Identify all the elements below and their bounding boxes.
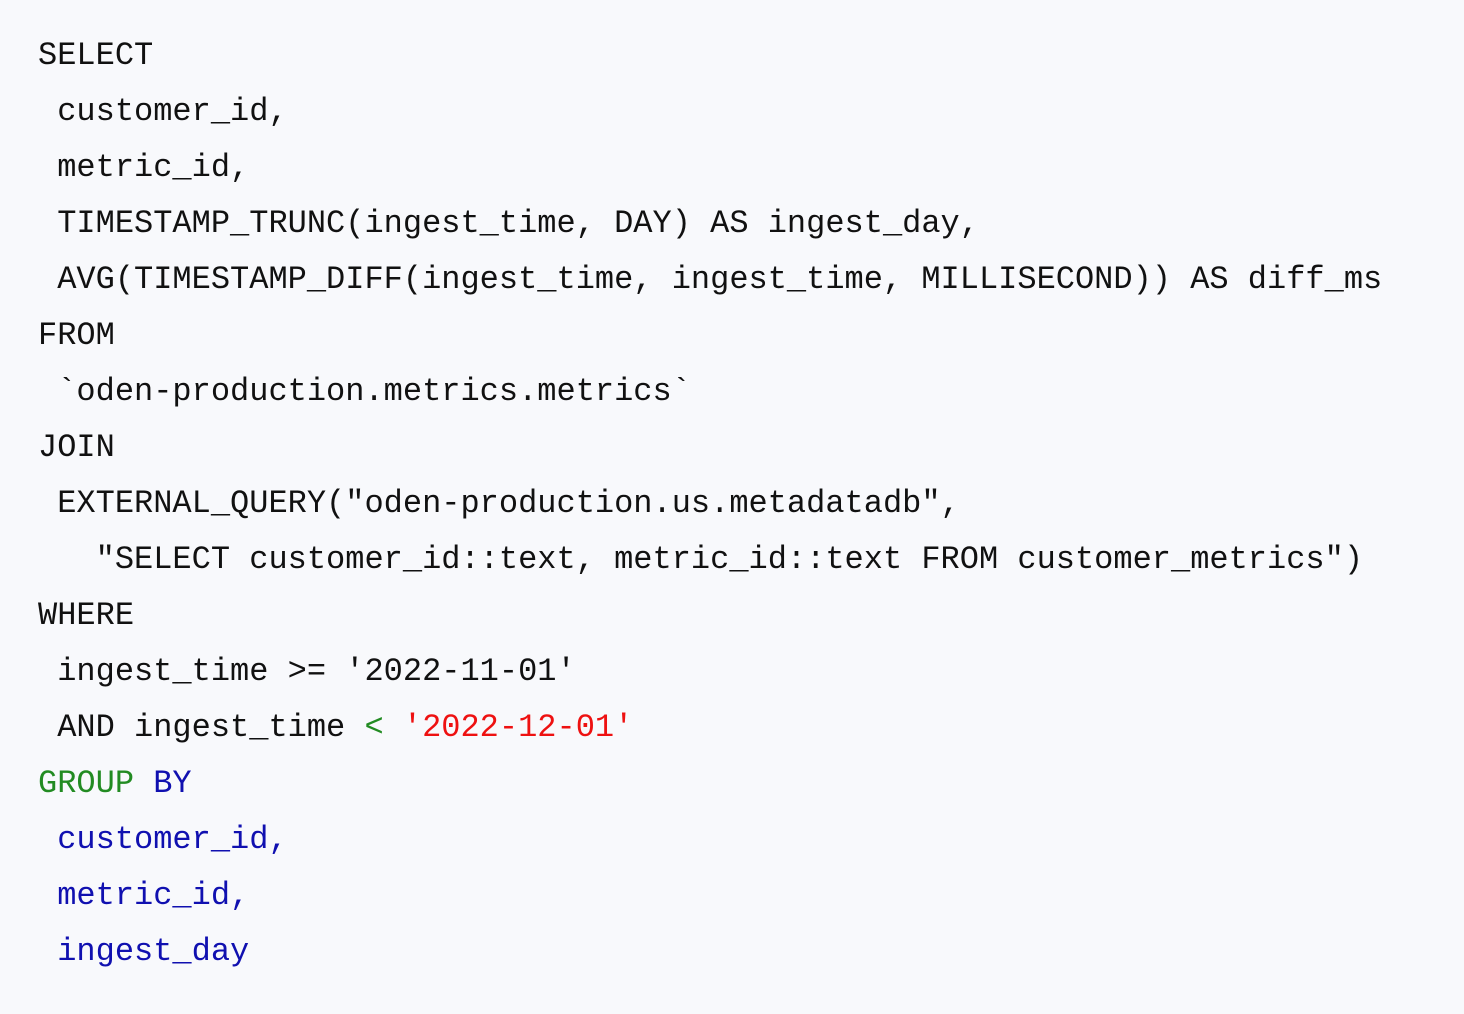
code-token: BY <box>153 765 192 802</box>
code-token: metric_id, <box>38 149 250 186</box>
code-token: < <box>364 709 384 746</box>
code-token <box>134 765 153 802</box>
code-line: metric_id, <box>38 140 1464 196</box>
code-token: ingest_time >= '2022-11-01' <box>38 653 576 690</box>
code-line: ingest_time >= '2022-11-01' <box>38 644 1464 700</box>
code-line: `oden-production.metrics.metrics` <box>38 364 1464 420</box>
code-token <box>384 709 403 746</box>
code-token: FROM <box>38 317 115 354</box>
code-line: TIMESTAMP_TRUNC(ingest_time, DAY) AS ing… <box>38 196 1464 252</box>
code-token: EXTERNAL_QUERY("oden-production.us.metad… <box>38 485 960 522</box>
code-token: '2022-12-01' <box>402 709 634 746</box>
code-token: `oden-production.metrics.metrics` <box>38 373 691 410</box>
code-token: metric_id, <box>38 877 250 914</box>
code-line: WHERE <box>38 588 1464 644</box>
code-line: customer_id, <box>38 812 1464 868</box>
code-line: FROM <box>38 308 1464 364</box>
code-line: SELECT <box>38 28 1464 84</box>
code-token: WHERE <box>38 597 135 634</box>
sql-code-block: SELECT customer_id, metric_id, TIMESTAMP… <box>38 28 1464 980</box>
code-line: metric_id, <box>38 868 1464 924</box>
code-token: AVG(TIMESTAMP_DIFF(ingest_time, ingest_t… <box>38 261 1383 298</box>
code-line: GROUP BY <box>38 756 1464 812</box>
code-token: JOIN <box>38 429 115 466</box>
code-line: JOIN <box>38 420 1464 476</box>
code-token: AND ingest_time <box>38 709 365 746</box>
code-token: customer_id, <box>38 93 288 130</box>
code-token: "SELECT customer_id::text, metric_id::te… <box>38 541 1364 578</box>
code-line: customer_id, <box>38 84 1464 140</box>
code-line: EXTERNAL_QUERY("oden-production.us.metad… <box>38 476 1464 532</box>
code-line: ingest_day <box>38 924 1464 980</box>
code-token: ingest_day <box>38 933 250 970</box>
code-line: AND ingest_time < '2022-12-01' <box>38 700 1464 756</box>
code-token: SELECT <box>38 37 154 74</box>
code-token: TIMESTAMP_TRUNC(ingest_time, DAY) AS ing… <box>38 205 979 242</box>
code-line: AVG(TIMESTAMP_DIFF(ingest_time, ingest_t… <box>38 252 1464 308</box>
code-token: GROUP <box>38 765 135 802</box>
code-token: customer_id, <box>38 821 288 858</box>
code-line: "SELECT customer_id::text, metric_id::te… <box>38 532 1464 588</box>
